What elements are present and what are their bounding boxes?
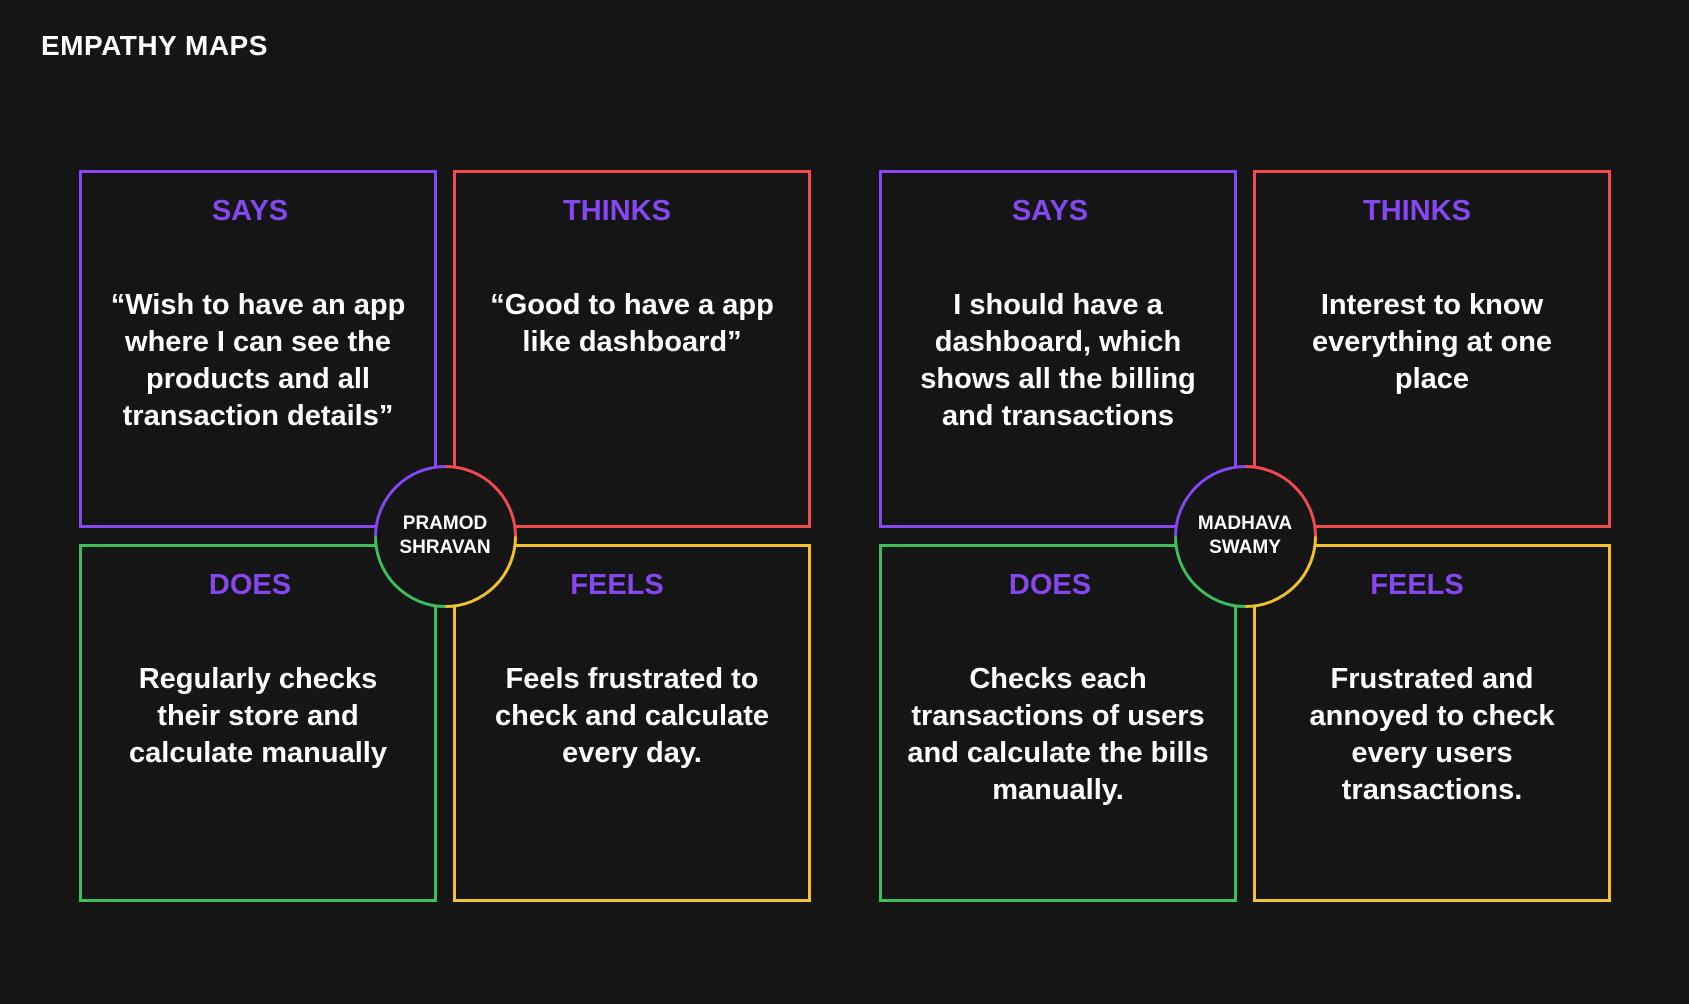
does-quadrant: DOES Regularly checks their store and ca…: [79, 544, 437, 902]
says-quadrant: SAYS I should have a dashboard, which sh…: [879, 170, 1237, 528]
feels-heading: FEELS: [1370, 569, 1464, 601]
empathy-map-madhava-swamy: SAYS I should have a dashboard, which sh…: [879, 170, 1612, 903]
feels-quadrant: FEELS Feels frustrated to check and calc…: [453, 544, 811, 902]
page-title: EMPATHY MAPS: [41, 30, 268, 61]
persona-name: MADHAVA SWAMY: [1197, 513, 1293, 558]
feels-heading: FEELS: [570, 569, 664, 601]
feels-text: Feels frustrated to check and calculate …: [494, 663, 770, 769]
feels-quadrant: FEELS Frustrated and annoyed to check ev…: [1253, 544, 1611, 902]
says-heading: SAYS: [211, 195, 289, 227]
persona-circle: [374, 465, 517, 608]
does-heading: DOES: [208, 569, 292, 601]
persona-name: PRAMOD SHRAVAN: [399, 513, 491, 558]
thinks-text: “Good to have a app like dashboard”: [490, 289, 774, 358]
thinks-text: Interest to know everything at one place: [1311, 289, 1553, 395]
says-quadrant: SAYS “Wish to have an app where I can se…: [79, 170, 437, 528]
does-heading: DOES: [1008, 569, 1092, 601]
thinks-quadrant: THINKS “Good to have a app like dashboar…: [453, 170, 811, 528]
feels-text: Frustrated and annoyed to check every us…: [1309, 663, 1555, 806]
does-quadrant: DOES Checks each transactions of users a…: [879, 544, 1237, 902]
thinks-quadrant: THINKS Interest to know everything at on…: [1253, 170, 1611, 528]
says-heading: SAYS: [1011, 195, 1089, 227]
says-text: I should have a dashboard, which shows a…: [920, 289, 1196, 432]
thinks-heading: THINKS: [1363, 195, 1471, 227]
does-text: Checks each transactions of users and ca…: [907, 663, 1209, 806]
does-text: Regularly checks their store and calcula…: [129, 663, 387, 769]
thinks-heading: THINKS: [563, 195, 671, 227]
empathy-map-pramod-shravan: SAYS “Wish to have an app where I can se…: [79, 170, 812, 903]
says-text: “Wish to have an app where I can see the…: [110, 289, 406, 432]
persona-circle: [1174, 465, 1317, 608]
